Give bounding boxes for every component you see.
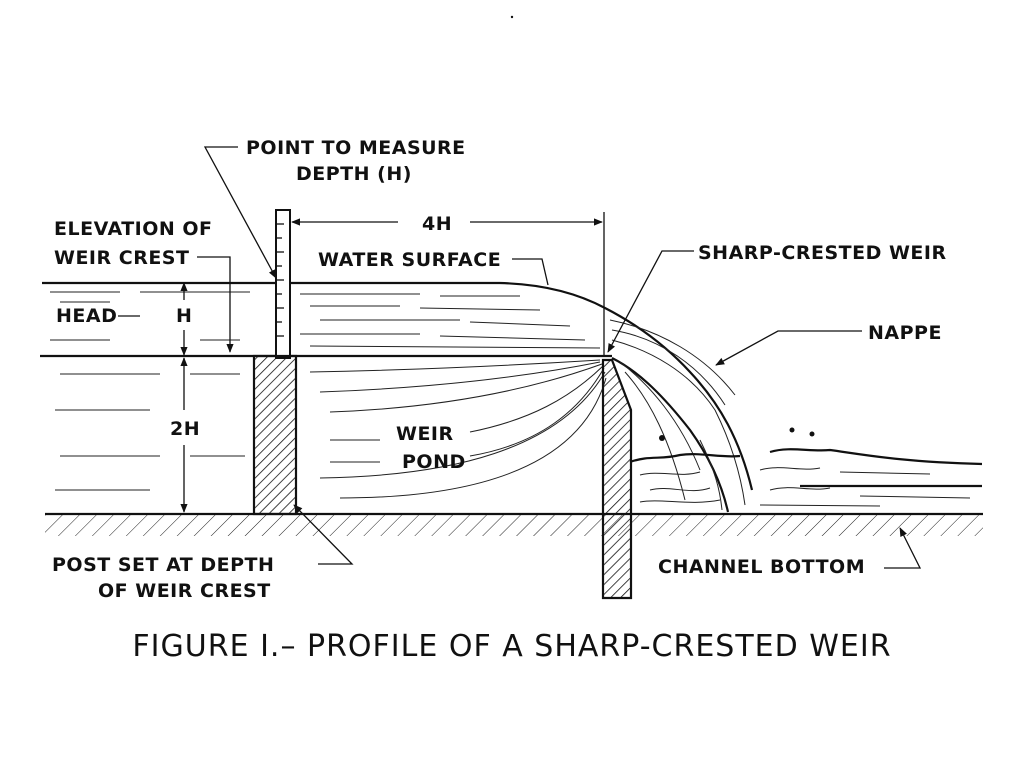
upstream-water xyxy=(40,281,754,499)
weir-pond-label-2: POND xyxy=(402,451,466,473)
figure-caption: FIGURE I.– PROFILE OF A SHARP-CRESTED WE… xyxy=(132,629,891,664)
nappe-label: NAPPE xyxy=(868,322,942,344)
speck xyxy=(510,15,514,19)
sharp-crested-weir-label: SHARP-CRESTED WEIR xyxy=(698,242,947,264)
downstream-water xyxy=(629,427,983,507)
post-hatched xyxy=(252,354,298,516)
weir-plate xyxy=(601,358,633,600)
water-surface-label: WATER SURFACE xyxy=(318,249,501,271)
head-label: HEAD xyxy=(56,305,117,327)
point-to-measure-label-2: DEPTH (H) xyxy=(296,163,412,185)
elevation-label-2: WEIR CREST xyxy=(54,247,189,269)
gauge-staff xyxy=(275,209,291,359)
weir-pond-label-1: WEIR xyxy=(396,423,454,445)
channel-bottom-label: CHANNEL BOTTOM xyxy=(658,556,865,578)
post-label-2: OF WEIR CREST xyxy=(98,580,271,602)
two-h-label: 2H xyxy=(170,418,200,440)
h-label: H xyxy=(176,305,192,327)
elevation-label-1: ELEVATION OF xyxy=(54,218,213,240)
leader-lines xyxy=(118,146,922,569)
channel-bottom-ground xyxy=(45,512,983,536)
dimension-4h xyxy=(289,212,605,355)
point-to-measure-label-1: POINT TO MEASURE xyxy=(246,137,466,159)
post-label-1: POST SET AT DEPTH xyxy=(52,554,274,576)
dimension-4h-label: 4H xyxy=(422,213,452,235)
